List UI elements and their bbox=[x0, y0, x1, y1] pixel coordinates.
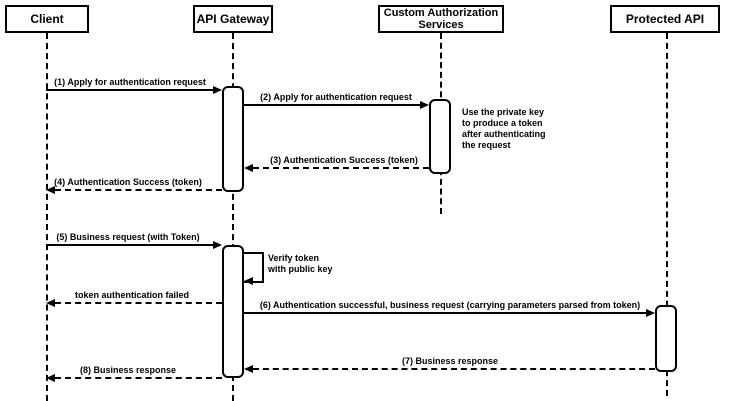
activation-api-gateway-1 bbox=[222, 86, 244, 192]
message-5-line bbox=[46, 244, 216, 246]
actor-custom-authorization-label: Custom Authorization Services bbox=[383, 7, 499, 31]
actor-custom-authorization-box: Custom Authorization Services bbox=[378, 5, 504, 33]
arrowhead-right-icon bbox=[420, 101, 429, 109]
message-2-line bbox=[244, 104, 422, 106]
message-7-label: (7) Business response bbox=[401, 356, 499, 366]
message-1-label: (1) Apply for authentication request bbox=[54, 77, 206, 87]
actor-client-box: Client bbox=[5, 5, 89, 33]
message-2-label: (2) Apply for authentication request bbox=[260, 92, 412, 102]
actor-api-gateway-box: API Gateway bbox=[193, 5, 273, 33]
message-8-label: (8) Business response bbox=[79, 365, 177, 375]
activation-custom-authorization bbox=[429, 99, 451, 174]
message-8-line bbox=[55, 377, 222, 379]
message-fail-line bbox=[55, 302, 222, 304]
message-7-line bbox=[253, 368, 655, 370]
self-message-label: Verify token with public key bbox=[268, 253, 333, 274]
message-6-line bbox=[244, 312, 646, 314]
message-3-label: (3) Authentication Success (token) bbox=[270, 155, 418, 165]
message-1-line bbox=[46, 89, 216, 91]
arrowhead-right-icon bbox=[646, 309, 655, 317]
message-4-line bbox=[55, 189, 222, 191]
activation-protected-api bbox=[655, 305, 677, 372]
actor-api-gateway-label: API Gateway bbox=[196, 12, 270, 26]
arrowhead-left-icon bbox=[244, 164, 253, 172]
lifeline-client bbox=[46, 33, 48, 401]
actor-protected-api-label: Protected API bbox=[625, 12, 705, 26]
message-4-label: (4) Authentication Success (token) bbox=[54, 177, 202, 187]
lifeline-api-gateway bbox=[232, 33, 234, 401]
arrowhead-left-icon bbox=[46, 374, 55, 382]
message-3-line bbox=[253, 167, 429, 169]
note-private-key: Use the private key to produce a token a… bbox=[462, 107, 546, 150]
arrowhead-left-icon bbox=[46, 186, 55, 194]
arrowhead-left-icon bbox=[46, 299, 55, 307]
arrowhead-right-icon bbox=[213, 86, 222, 94]
lifeline-protected-api bbox=[666, 33, 668, 396]
arrowhead-right-icon bbox=[213, 241, 222, 249]
self-message-loop bbox=[244, 252, 264, 283]
activation-api-gateway-2 bbox=[222, 245, 244, 378]
actor-client-label: Client bbox=[30, 12, 64, 26]
message-5-label: (5) Business request (with Token) bbox=[56, 232, 200, 242]
message-6-label: (6) Authentication successful, business … bbox=[259, 300, 641, 310]
actor-protected-api-box: Protected API bbox=[610, 5, 720, 33]
arrowhead-left-icon bbox=[244, 365, 253, 373]
arrowhead-left-icon bbox=[244, 277, 253, 285]
message-fail-label: token authentication failed bbox=[74, 290, 190, 300]
